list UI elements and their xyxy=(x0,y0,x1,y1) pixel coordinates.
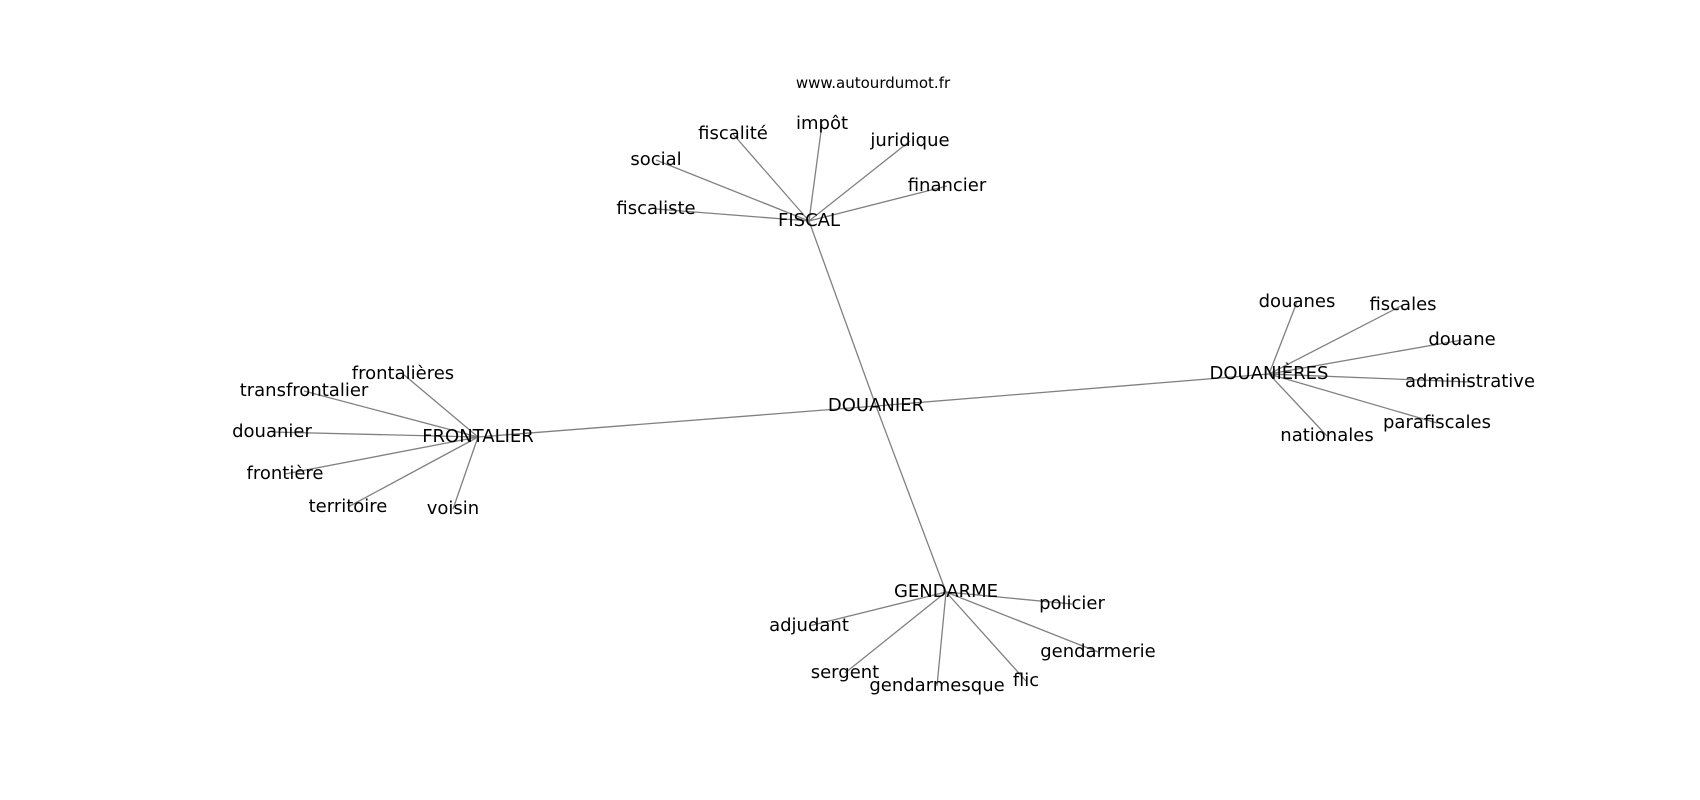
node-frontiere: frontière xyxy=(247,463,324,484)
node-territoire: territoire xyxy=(309,496,388,517)
node-douanieres: DOUANIÈRES xyxy=(1210,362,1329,384)
node-gendarme: GENDARME xyxy=(894,581,998,602)
edge-gendarme-flic xyxy=(945,591,1027,682)
node-policier: policier xyxy=(1039,593,1105,614)
edge-douanieres-administrative xyxy=(1268,373,1471,383)
node-fiscalite: fiscalité xyxy=(698,123,768,144)
node-parafiscales: parafiscales xyxy=(1383,412,1491,433)
edge-douanier-gendarme xyxy=(875,405,947,593)
edge-frontalier-voisin xyxy=(452,436,479,510)
edge-frontalier-territoire xyxy=(347,436,479,508)
node-douane: douane xyxy=(1428,329,1495,350)
edge-gendarme-adjudant xyxy=(808,591,947,627)
edge-fiscal-social xyxy=(655,159,810,222)
node-sergent: sergent xyxy=(811,662,880,683)
graph-edges xyxy=(271,123,1471,687)
node-gendarmesque: gendarmesque xyxy=(869,675,1004,696)
edge-gendarme-sergent xyxy=(844,591,947,674)
node-administrative: administrative xyxy=(1405,371,1535,392)
edge-gendarme-gendarmesque xyxy=(936,591,947,687)
node-douanier: douanier xyxy=(232,421,312,442)
edge-douanier-frontalier xyxy=(477,405,877,438)
edge-douanieres-parafiscales xyxy=(1268,373,1438,424)
node-social: social xyxy=(630,149,681,170)
graph-node-labels: DOUANIER FISCAL fiscalité impôt juridique soc… xyxy=(232,113,1535,696)
node-transfrontalier: transfrontalier xyxy=(240,380,369,401)
edge-gendarme-policier xyxy=(945,591,1073,605)
edge-gendarme-gendarmerie xyxy=(945,591,1099,653)
edge-fiscal-financier xyxy=(808,185,948,222)
edge-frontalier-douanier xyxy=(271,431,479,438)
edge-douanieres-nationales xyxy=(1268,373,1328,437)
edge-douanier-douanieres xyxy=(875,373,1270,407)
edge-frontalier-transfrontalier xyxy=(303,390,479,438)
node-juridique: juridique xyxy=(869,130,949,151)
node-gendarmerie: gendarmerie xyxy=(1040,641,1156,662)
node-flic: flic xyxy=(1013,670,1039,691)
edge-fiscal-fiscalite xyxy=(732,133,810,222)
edge-douanieres-fiscales xyxy=(1268,304,1404,375)
edge-douanier-fiscal xyxy=(808,220,877,407)
edge-frontalier-frontiere xyxy=(284,436,479,475)
node-douanes: douanes xyxy=(1259,291,1336,312)
edge-fiscal-juridique xyxy=(808,140,911,222)
edge-fiscal-impot xyxy=(808,123,823,222)
node-impot: impôt xyxy=(796,113,848,134)
node-financier: financier xyxy=(908,175,987,196)
edge-douanieres-douanes xyxy=(1268,301,1298,375)
node-frontalieres: frontalières xyxy=(352,363,454,384)
node-fiscaliste: fiscaliste xyxy=(616,198,695,219)
node-fiscales: fiscales xyxy=(1369,294,1436,315)
node-frontalier: FRONTALIER xyxy=(422,426,534,447)
source-url: www.autourdumot.fr xyxy=(796,74,951,92)
edge-frontalier-frontalieres xyxy=(402,373,479,438)
edge-fiscal-fiscaliste xyxy=(655,208,810,222)
node-voisin: voisin xyxy=(427,498,479,519)
node-fiscal: FISCAL xyxy=(778,210,840,231)
edge-douanieres-douane xyxy=(1268,339,1463,375)
node-adjudant: adjudant xyxy=(769,615,849,636)
node-douanier: DOUANIER xyxy=(828,395,924,416)
node-nationales: nationales xyxy=(1280,425,1373,446)
